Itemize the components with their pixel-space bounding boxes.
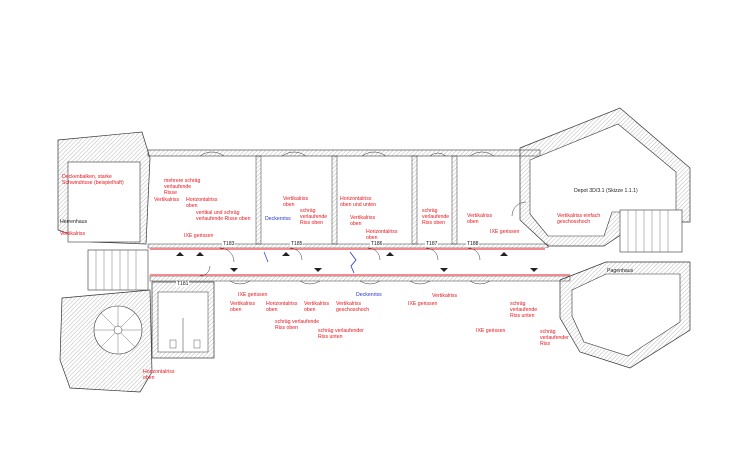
annotation: vertikal und schräg verlaufende Risse ob…	[196, 210, 251, 222]
annotation: schräg verlaufender Riss	[540, 329, 569, 347]
annotation: Vertikalriss	[154, 197, 180, 203]
right-stair-steps	[627, 210, 669, 252]
annotation: schräg verlaufende Riss oben	[300, 208, 328, 226]
corridor	[150, 248, 570, 276]
annotation: IXE gerissen	[476, 328, 506, 334]
herrenhaus-interior	[67, 161, 141, 243]
label-pagenhaus: Pagenhaus	[607, 268, 634, 274]
corridor-south-wall	[149, 275, 571, 282]
label-depot: Depot 3D/3.1 (Skizze 1.1.1)	[574, 188, 638, 194]
annotation: Horizontalriss oben und unten	[340, 196, 377, 208]
room-label: T181	[176, 281, 190, 287]
depot-room	[529, 123, 677, 237]
annotation: Horizontalriss oben	[266, 301, 298, 313]
room-label: T183	[222, 241, 236, 247]
annotation: Vertikalriss oben	[350, 215, 376, 227]
right-stair	[619, 209, 683, 253]
annotation: Horizontalriss oben	[186, 197, 218, 209]
annotation: Vertikalriss	[432, 293, 458, 299]
left-stair-steps	[95, 250, 137, 290]
annotation: schräg verlaufender Riss unten	[318, 328, 364, 340]
annotation: Horizontalriss oben	[143, 369, 175, 381]
ceiling-crack-2	[263, 251, 269, 263]
left-stair	[87, 249, 149, 291]
annotation: Deckenriss	[356, 292, 382, 298]
annotation: Vertikalriss oben	[467, 213, 493, 225]
annotation: schräg verlaufende Riss unten	[510, 301, 538, 319]
depot-door	[511, 201, 527, 217]
corridor-doors	[199, 247, 481, 277]
south-windows	[229, 280, 491, 285]
section-markers	[176, 252, 538, 272]
annotation: IXE gerissen	[238, 292, 268, 298]
annotation: Deckenriss	[265, 216, 291, 222]
annotation: mehrere schräg verlaufende Risse	[164, 178, 201, 196]
annotation: Vertikalriss oben	[283, 196, 309, 208]
annotation: Vertikalriss geschosshoch	[336, 301, 370, 313]
spiral-stair-core	[113, 325, 123, 335]
annotation: schräg verlaufende Riss oben	[275, 319, 320, 331]
label-herrenhaus: Herrenhaus	[60, 219, 88, 225]
annotation: Vertikalriss oben	[304, 301, 330, 313]
room-label: T188	[466, 241, 480, 247]
annotation: Deckenbalken, starke Schwindrisse (beisp…	[62, 174, 124, 186]
pagenhaus-room	[571, 273, 681, 357]
toilet-fixture-1	[169, 339, 177, 349]
room-label: T185	[290, 241, 304, 247]
annotation: IXE gerissen	[184, 233, 214, 239]
annotation: Vertikalriss	[60, 231, 86, 237]
annotation: Vertikalriss oben	[230, 301, 256, 313]
annotation: IXE gerissen	[408, 301, 438, 307]
annotation: Horizontalriss oben	[366, 229, 398, 241]
annotation: IXE gerissen	[490, 229, 520, 235]
annotation: schräg verlaufende Riss oben	[422, 208, 450, 226]
corridor-north-wall	[147, 243, 549, 249]
room-label: T186	[370, 241, 384, 247]
annotation: Vertikalriss einfach geschosshoch	[557, 213, 601, 225]
room-label: T187	[425, 241, 439, 247]
toilet-fixture-2	[193, 339, 201, 349]
north-windows	[199, 151, 495, 157]
ceiling-crack	[349, 251, 357, 274]
